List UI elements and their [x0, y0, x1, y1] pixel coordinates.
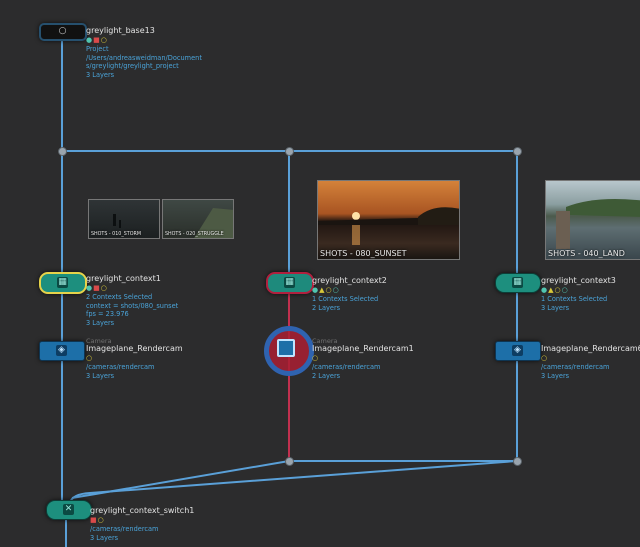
info-line: s/greylight/greylight_project — [86, 62, 179, 71]
node-base-title: greylight_base13 — [86, 26, 155, 35]
node-plane2-type: Camera — [312, 337, 338, 345]
node-context2-info: 1 Contexts Selected 2 Layers — [312, 295, 378, 312]
node-switch-info: /cameras/rendercam 3 Layers — [90, 525, 158, 542]
storm-image — [113, 214, 121, 228]
node-context3-flags: ●▲○○ — [541, 286, 569, 294]
camera-icon: ◈ — [512, 345, 523, 356]
info-line: 3 Layers — [90, 533, 119, 542]
info-line: /cameras/rendercam — [86, 363, 155, 371]
node-context2-title: greylight_context2 — [312, 276, 387, 285]
flag-icon: ● — [86, 36, 94, 44]
flag-icon: ○ — [100, 36, 108, 44]
info-line: 3 Layers — [86, 371, 115, 380]
info-line: /cameras/rendercam — [90, 525, 159, 533]
info-line: 3 Layers — [86, 70, 115, 79]
camera-icon — [277, 339, 295, 357]
node-plane3-flags: ○ — [541, 354, 549, 362]
node-context2-flags: ●▲○○ — [312, 286, 340, 294]
node-greylight-context3[interactable]: ▦ — [495, 273, 541, 293]
info-line: /cameras/rendercam — [312, 363, 381, 371]
land-image — [556, 199, 640, 249]
dot-hub-right[interactable] — [513, 147, 522, 156]
node-imageplane-rendercam6[interactable]: ◈ — [495, 341, 541, 361]
info-line: 2 Layers — [312, 371, 341, 380]
node-imageplane-rendercam[interactable]: ◈ — [39, 341, 85, 361]
node-switch-flags: ■○ — [90, 516, 105, 524]
node-greylight-context2[interactable]: ▦ — [266, 272, 314, 294]
thumbnail-sunset[interactable]: SHOTS - 080_SUNSET — [317, 180, 460, 260]
node-switch-title: greylight_context_switch1 — [90, 506, 195, 515]
thumbnail-sunset-caption: SHOTS - 080_SUNSET — [320, 249, 407, 258]
grid-icon: ▦ — [57, 277, 68, 288]
node-context1-info: 2 Contexts Selected context = shots/080_… — [86, 293, 178, 327]
info-line: /Users/andreasweidman/Document — [86, 53, 202, 62]
info-line: context = shots/080_sunset — [86, 301, 179, 310]
node-plane1-title: Imageplane_Rendercam — [86, 344, 183, 353]
thumbnail-land-caption: SHOTS - 040_LAND — [548, 249, 625, 258]
node-plane1-flags: ○ — [86, 354, 94, 362]
node-context3-info: 1 Contexts Selected 3 Layers — [541, 295, 607, 312]
flag-icon: ■ — [93, 36, 101, 44]
info-line: Project — [86, 45, 109, 53]
node-plane2-title: Imageplane_Rendercam1 — [312, 344, 414, 353]
info-line: 3 Layers — [541, 371, 570, 380]
node-plane3-title: Imageplane_Rendercam6 — [541, 344, 640, 353]
grid-icon: ▦ — [284, 277, 295, 288]
dot-hub-mid[interactable] — [285, 147, 294, 156]
node-context3-title: greylight_context3 — [541, 276, 616, 285]
node-plane1-info: /cameras/rendercam 3 Layers — [86, 363, 154, 380]
node-base-flags: ●■○ — [86, 36, 108, 44]
node-context1-flags: ●■○ — [86, 284, 108, 292]
info-line: 2 Layers — [312, 303, 341, 312]
dot-merge-mid[interactable] — [285, 457, 294, 466]
node-plane2-info: /cameras/rendercam 2 Layers — [312, 363, 380, 380]
node-greylight-base13[interactable]: ○ — [39, 23, 87, 41]
info-line: 1 Contexts Selected — [312, 295, 379, 303]
wire-plane3-to-switch — [69, 460, 518, 504]
info-line: 1 Contexts Selected — [541, 295, 608, 303]
node-plane2-flags: ○ — [312, 354, 320, 362]
thumbnail-storm-caption: SHOTS - 010_STORM — [91, 232, 141, 237]
node-plane1-type: Camera — [86, 337, 112, 345]
dot-merge-right[interactable] — [513, 457, 522, 466]
info-line: 2 Contexts Selected — [86, 293, 153, 301]
info-line: /cameras/rendercam — [541, 363, 610, 371]
grid-icon: ▦ — [512, 277, 523, 288]
thumbnail-land[interactable]: SHOTS - 040_LAND — [545, 180, 640, 260]
thumbnail-struggle-caption: SHOTS - 020_STRUGGLE — [165, 232, 224, 237]
info-line: fps = 23.976 — [86, 310, 129, 319]
x-icon: ✕ — [63, 504, 74, 515]
circle-icon: ○ — [58, 26, 67, 36]
struggle-image — [194, 208, 233, 238]
info-line: 3 Layers — [541, 303, 570, 312]
node-plane3-info: /cameras/rendercam 3 Layers — [541, 363, 609, 380]
sunset-image — [318, 207, 459, 245]
dot-hub-left[interactable] — [58, 147, 67, 156]
camera-icon: ◈ — [56, 345, 67, 356]
thumbnail-storm[interactable]: SHOTS - 010_STORM — [88, 199, 160, 239]
node-base-info: Project /Users/andreasweidman/Document s… — [86, 45, 202, 79]
info-line: 3 Layers — [86, 318, 115, 327]
node-greylight-context1[interactable]: ▦ — [39, 272, 87, 294]
thumbnail-struggle[interactable]: SHOTS - 020_STRUGGLE — [162, 199, 234, 239]
node-greylight-context-switch1[interactable]: ✕ — [46, 500, 92, 520]
node-imageplane-rendercam1[interactable] — [264, 326, 314, 376]
node-context1-title: greylight_context1 — [86, 274, 161, 283]
